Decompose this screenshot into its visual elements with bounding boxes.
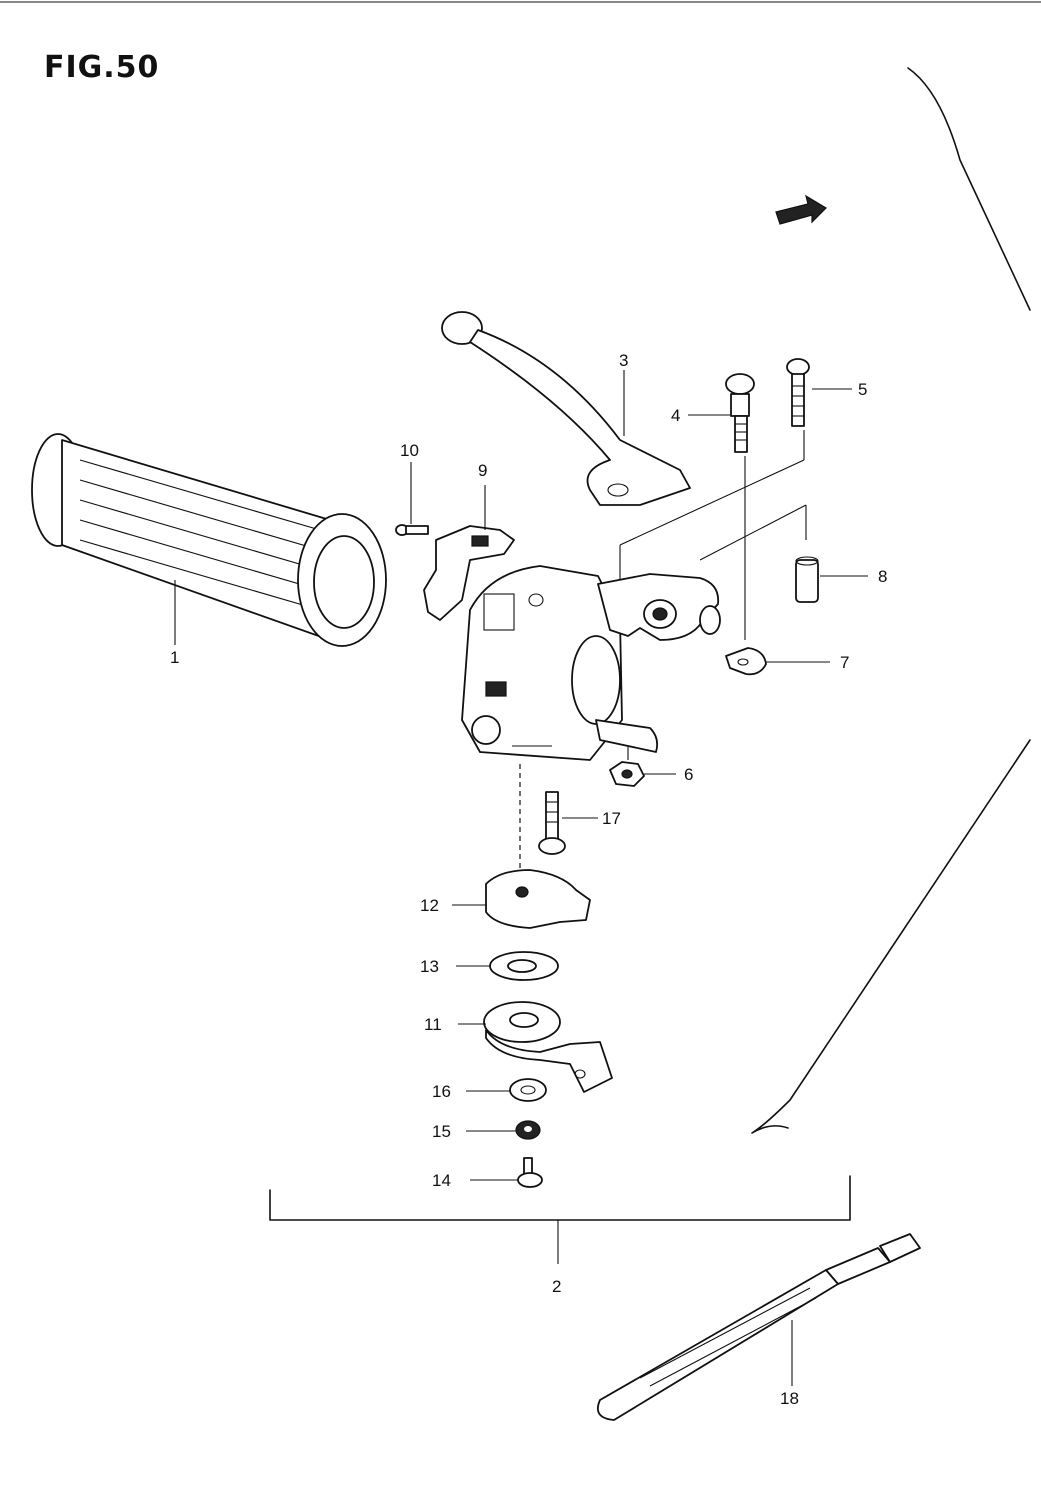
label-part-10: 10 (400, 441, 419, 460)
arrow-icon (775, 194, 827, 225)
figure-title: FIG.50 (44, 50, 160, 85)
washer-16 (509, 1078, 547, 1102)
label-part-9: 9 (478, 461, 487, 480)
bracket-11 (483, 1001, 613, 1093)
label-part-15: 15 (432, 1122, 451, 1141)
label-part-14: 14 (432, 1171, 451, 1190)
label-part-2: 2 (552, 1277, 561, 1296)
label-part-13: 13 (420, 957, 439, 976)
screw-10 (395, 524, 429, 536)
label-part-12: 12 (420, 896, 439, 915)
label-part-6: 6 (684, 765, 693, 784)
label-part-4: 4 (671, 406, 680, 425)
switch-housing (461, 565, 721, 761)
screw-14 (517, 1157, 543, 1188)
bolt-17 (538, 791, 566, 855)
grip (31, 433, 387, 647)
label-part-11: 11 (424, 1015, 442, 1034)
label-part-1: 1 (170, 648, 179, 667)
label-part-17: 17 (602, 809, 621, 828)
label-part-7: 7 (840, 653, 849, 672)
label-part-3: 3 (619, 351, 628, 370)
cable-tie-18 (596, 1233, 921, 1421)
label-part-18: 18 (780, 1389, 799, 1408)
label-part-16: 16 (432, 1082, 451, 1101)
guide-line-8b (699, 504, 807, 561)
clutch-lever (441, 311, 691, 506)
pivot-bolt (725, 373, 755, 453)
guide-line-5b (619, 459, 805, 546)
label-part-5: 5 (858, 380, 867, 399)
nut-6 (609, 761, 645, 787)
screw-5 (786, 358, 810, 427)
plate-7 (725, 647, 767, 676)
spacer-8 (795, 556, 819, 603)
guide-curve-bottom (751, 739, 1031, 1134)
assembly-bracket (269, 1175, 851, 1221)
knob-9 (423, 525, 515, 621)
lower-housing-12 (485, 869, 591, 929)
guide-curve-top (907, 67, 1031, 311)
label-part-8: 8 (878, 567, 887, 586)
washer-13 (489, 951, 559, 981)
nut-15 (515, 1120, 541, 1140)
